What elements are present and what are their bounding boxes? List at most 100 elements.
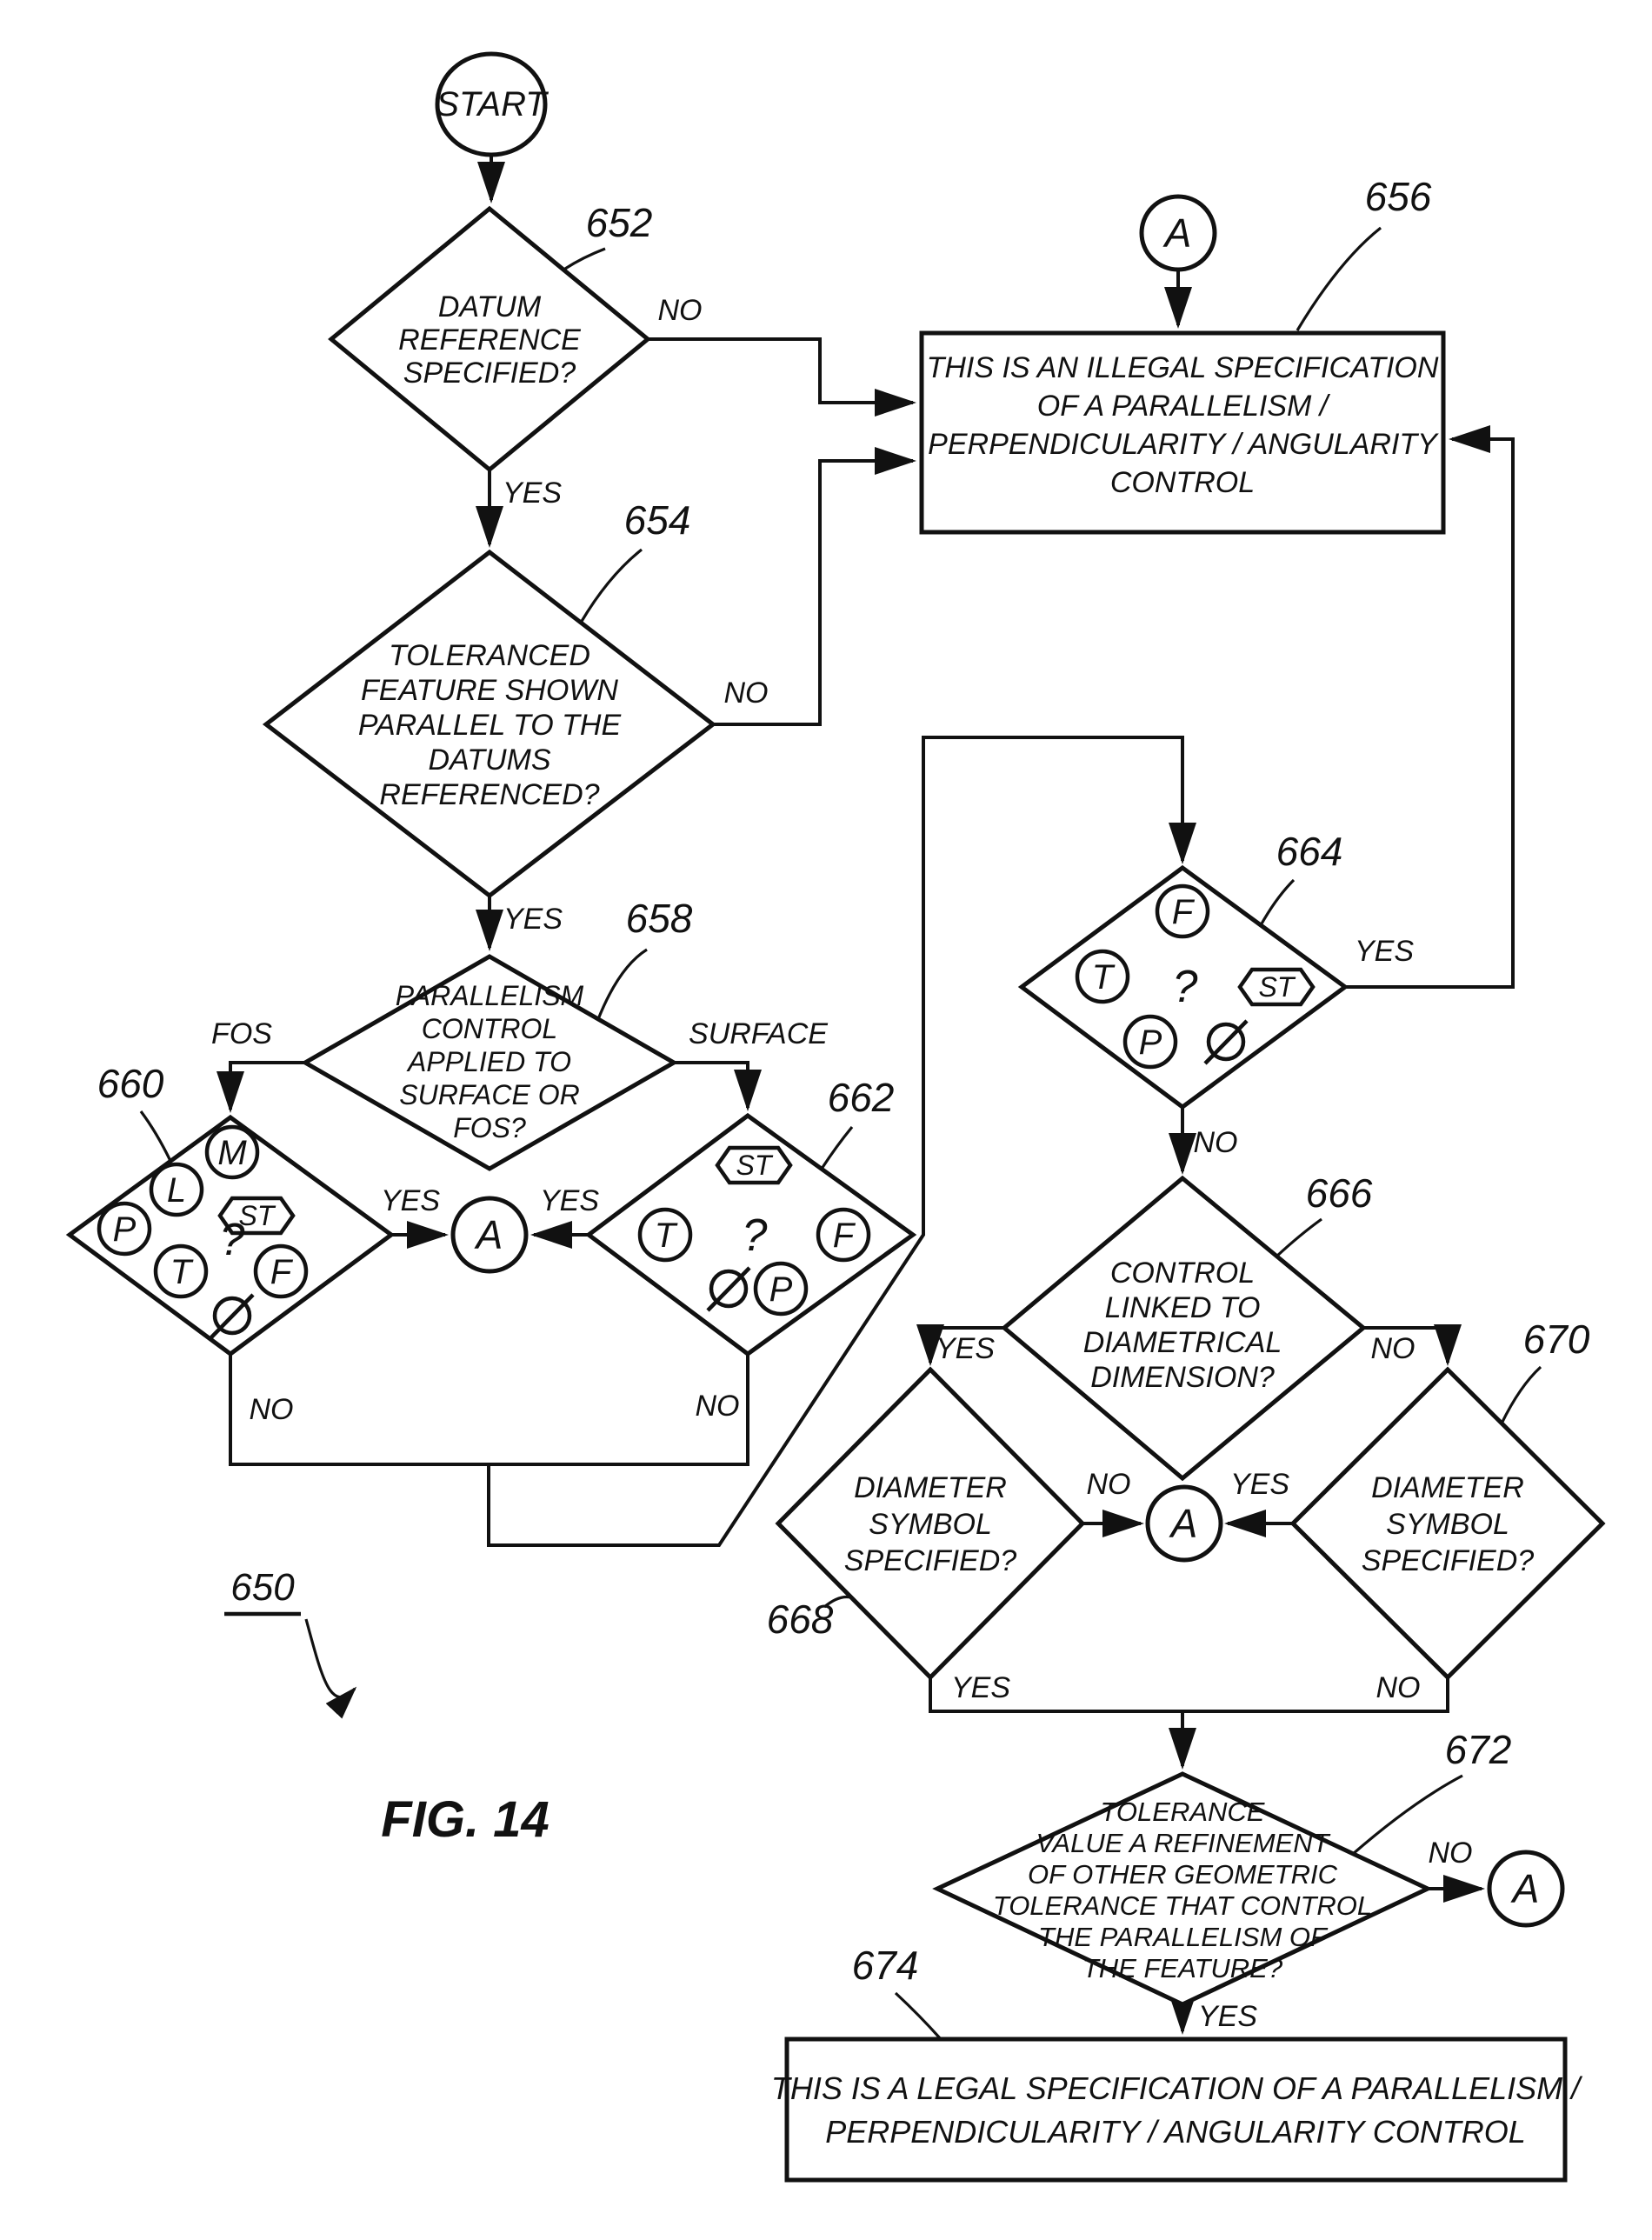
- m-modifier-icon: [204, 1124, 260, 1180]
- connector-a-bottom-label: A: [1169, 1501, 1198, 1546]
- yes-label-652: YES: [503, 477, 562, 510]
- p-modifier-icon: [753, 1261, 809, 1317]
- f-modifier-icon: [816, 1207, 871, 1263]
- flow-658-fos-to-660: [216, 1061, 304, 1113]
- decision-666-text: CONTROL: [1110, 1257, 1255, 1290]
- decision-672-text: THE FEATURE?: [1082, 1953, 1283, 1983]
- decision-666: [1001, 1175, 1367, 1482]
- connector-circle-a-right: [1487, 1850, 1565, 1928]
- decision-654-text: TOLERANCED: [389, 639, 590, 672]
- no-label-668: NO: [1087, 1468, 1131, 1501]
- yes-label-660: YES: [381, 1184, 440, 1217]
- decision-654-text: REFERENCED?: [379, 778, 599, 811]
- decision-672-text: VALUE A REFINEMENT: [1036, 1828, 1330, 1858]
- box-656-text: THIS IS AN ILLEGAL SPECIFICATION: [927, 351, 1439, 384]
- leader-666: [1275, 1217, 1322, 1258]
- ref-label-656: 656: [1365, 174, 1432, 219]
- p-modifier-letter: P: [1139, 1023, 1162, 1062]
- decision-670-text: SYMBOL: [1386, 1508, 1509, 1541]
- decision-666-text: DIMENSION?: [1090, 1361, 1275, 1394]
- yes-label-662: YES: [540, 1184, 599, 1217]
- leader-660: [139, 1110, 172, 1162]
- decision-664: [1017, 864, 1349, 1110]
- no-label-672: NO: [1429, 1837, 1473, 1870]
- connector-circle-a-top: [1139, 194, 1217, 272]
- leader-674: [894, 1991, 943, 2041]
- p-modifier-letter: P: [769, 1270, 793, 1309]
- ref-label-666: 666: [1306, 1170, 1373, 1216]
- connector-a-left-label: A: [474, 1212, 503, 1257]
- t-modifier-icon: [153, 1243, 209, 1299]
- decision-654: [262, 549, 717, 899]
- f-modifier-letter: F: [1172, 893, 1196, 931]
- decision-658-text: SURFACE OR: [399, 1079, 579, 1110]
- flow-666-no-to-670: [1363, 1324, 1462, 1366]
- decision-670-text: SPECIFIED?: [1362, 1544, 1534, 1577]
- process-box-674: [784, 2037, 1568, 2183]
- f-modifier-letter: F: [270, 1253, 294, 1291]
- decision-666-text: LINKED TO: [1105, 1291, 1261, 1324]
- decision-658-text: APPLIED TO: [406, 1046, 571, 1077]
- ref-label-670: 670: [1523, 1317, 1590, 1362]
- p-modifier-letter: P: [113, 1210, 137, 1249]
- question-mark-662: ?: [743, 1210, 768, 1261]
- f-modifier-letter: F: [833, 1217, 856, 1255]
- ref-label-652: 652: [586, 200, 653, 245]
- st-hexagon-letters: ST: [239, 1200, 276, 1231]
- decision-662: [584, 1112, 917, 1357]
- ref-label-672: 672: [1445, 1727, 1512, 1772]
- diameter-symbol-slash: [1203, 1019, 1249, 1065]
- st-hexagon-icon: [1237, 967, 1316, 1007]
- t-modifier-icon: [1075, 949, 1130, 1004]
- box-674-text: THIS IS A LEGAL SPECIFICATION OF A PARAL…: [771, 2070, 1583, 2106]
- st-hexagon-icon: [217, 1196, 296, 1236]
- leader-662: [820, 1125, 854, 1170]
- no-label-660: NO: [250, 1393, 294, 1426]
- no-label-662: NO: [696, 1390, 740, 1423]
- decision-658-text: CONTROL: [422, 1013, 557, 1044]
- st-hexagon-icon: [715, 1145, 793, 1185]
- box-656-text: OF A PARALLELISM /: [1037, 390, 1331, 423]
- process-box-656: [919, 330, 1446, 535]
- decision-672-text: THE PARALLELISM OF: [1038, 1922, 1329, 1952]
- decision-660: [65, 1114, 396, 1357]
- t-modifier-icon: [637, 1207, 693, 1263]
- no-label-666: NO: [1371, 1332, 1416, 1365]
- connector-circle-a-bottom: [1145, 1484, 1223, 1563]
- flow-670-no-merge: [1182, 1677, 1449, 1713]
- decision-670-text: DIAMETER: [1371, 1471, 1524, 1504]
- yes-label-672: YES: [1198, 2000, 1257, 2033]
- leader-652: [564, 247, 606, 270]
- surface-label-658: SURFACE: [689, 1017, 828, 1050]
- yes-label-668: YES: [951, 1671, 1010, 1704]
- t-modifier-letter: T: [1092, 958, 1116, 997]
- diameter-symbol-slash: [706, 1266, 751, 1312]
- decision-668: [775, 1366, 1086, 1681]
- figure-title: FIG. 14: [381, 1791, 549, 1848]
- decision-658: [300, 954, 679, 1171]
- ref-label-668: 668: [767, 1597, 834, 1642]
- decision-672-text: TOLERANCE THAT CONTROL: [993, 1890, 1372, 1921]
- decision-652-text: DATUM: [438, 290, 542, 323]
- flow-652-no-to-656: [648, 337, 916, 417]
- decision-652-text: REFERENCE: [398, 323, 581, 357]
- decision-668-text: SPECIFIED?: [844, 1544, 1016, 1577]
- decision-652: [328, 205, 651, 473]
- decision-654-text: FEATURE SHOWN: [361, 674, 618, 707]
- decision-672-text: TOLERANCE: [1101, 1797, 1265, 1827]
- box-656-text: PERPENDICULARITY / ANGULARITY: [928, 428, 1439, 461]
- st-hexagon-letters: ST: [1259, 971, 1296, 1003]
- decision-658-text: PARALLELISM: [396, 980, 584, 1011]
- ref-label-664: 664: [1276, 829, 1343, 874]
- question-mark-660: ?: [220, 1215, 245, 1265]
- decision-668-text: SYMBOL: [869, 1508, 992, 1541]
- decision-670: [1289, 1366, 1606, 1681]
- ref-label-654: 654: [624, 497, 691, 543]
- st-hexagon-letters: ST: [736, 1150, 774, 1181]
- leader-656: [1296, 226, 1382, 331]
- leader-658: [596, 948, 648, 1020]
- l-modifier-icon: [149, 1162, 204, 1217]
- leader-672: [1351, 1774, 1463, 1856]
- leader-654: [579, 548, 643, 623]
